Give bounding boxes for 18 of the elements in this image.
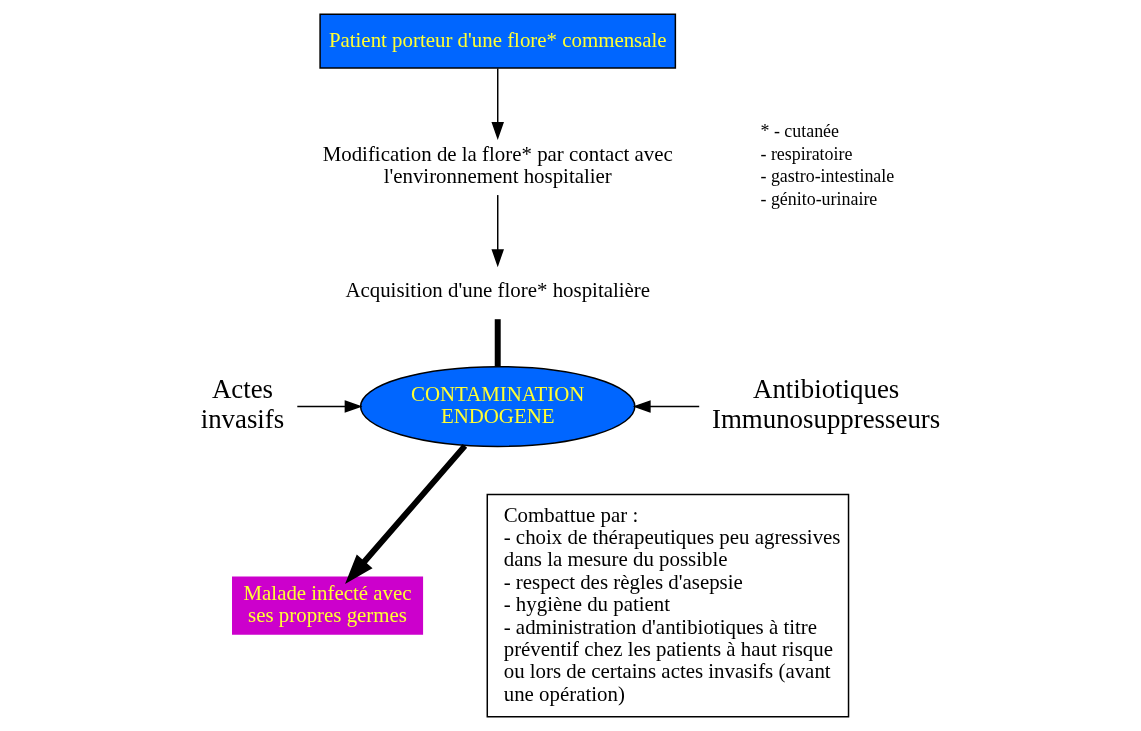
label: - respiratoire <box>760 143 853 164</box>
node-text: Acquisition d'une flore* hospitalière <box>345 278 651 303</box>
node-box: Combattue par : - choix de thérapeutiques peu agressives dans la mesure du possible - respect des règles d'asepsie - hygiène du patient - administration d'antibiotiques à titre préventif chez les patients à haut risque ou lors de certains actes invasifs (avant une opération) <box>486 493 850 718</box>
connector <box>494 319 501 367</box>
arrow <box>632 400 700 413</box>
label: - génito-urinaire <box>760 188 878 209</box>
arrow <box>491 194 504 268</box>
label: - gastro-intestinale <box>760 166 895 187</box>
node-text: Antibiotiques Immunosuppresseurs <box>712 374 941 435</box>
arrow <box>491 67 504 140</box>
label: * - cutanée <box>760 121 840 142</box>
arrow <box>296 400 363 413</box>
node-text: Modification de la flore* par contact avec l'environnement hospitalier <box>322 141 673 189</box>
arrow <box>345 443 468 584</box>
node-ellipse: CONTAMINATION ENDOGENE <box>359 365 636 448</box>
node-box: Patient porteur d'une flore* commensale <box>319 13 677 69</box>
node-text: Actes invasifs <box>200 374 285 435</box>
node-box: Malade infecté avec ses propres germes <box>232 576 424 635</box>
